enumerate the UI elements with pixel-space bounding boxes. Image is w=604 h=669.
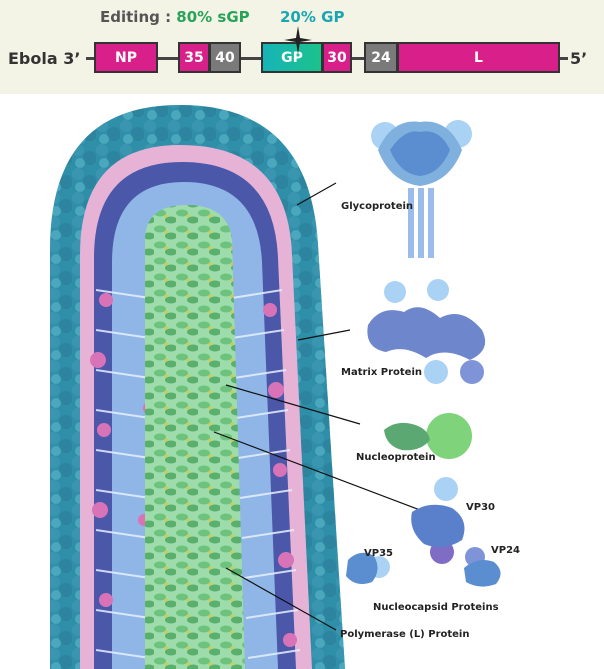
nucleocapsid-core bbox=[145, 205, 245, 669]
gene-gp: GP bbox=[261, 42, 323, 73]
label-nucleoprotein: Nucleoprotein bbox=[356, 452, 436, 463]
gene-vp35: 35 bbox=[178, 42, 210, 73]
editing-site-star-icon bbox=[284, 26, 312, 54]
matrix-protein-blobs bbox=[90, 293, 297, 647]
nucleoprotein-structure bbox=[384, 413, 472, 459]
label-vp35: VP35 bbox=[364, 548, 393, 559]
editing-label: Editing : 80% sGP bbox=[100, 8, 250, 26]
label-vp24: VP24 bbox=[491, 545, 520, 556]
vp24-structure bbox=[464, 547, 501, 587]
gp-percent-label: 20% GP bbox=[280, 8, 345, 26]
gene-np: NP bbox=[94, 42, 158, 73]
editing-sgp-percent: 80% sGP bbox=[176, 8, 250, 26]
vp35-structure bbox=[346, 552, 390, 584]
genome-5prime-label: 5’ bbox=[570, 49, 588, 68]
vp30-structure bbox=[411, 477, 465, 564]
glycoprotein-structure bbox=[371, 120, 472, 258]
label-vp30: VP30 bbox=[466, 502, 495, 513]
editing-prefix: Editing : bbox=[100, 8, 177, 26]
genome-map: Editing : 80% sGP 20% GP Ebola 3’ 5’ NP … bbox=[0, 0, 604, 94]
label-polymerase: Polymerase (L) Protein bbox=[340, 629, 470, 640]
genome-3prime-label: Ebola 3’ bbox=[8, 49, 81, 68]
leader-lines bbox=[213, 182, 421, 631]
label-nucleocapsid-proteins: Nucleocapsid Proteins bbox=[373, 602, 499, 613]
label-glycoprotein: Glycoprotein bbox=[341, 201, 414, 212]
gene-vp30: 30 bbox=[322, 42, 352, 73]
gene-vp24: 24 bbox=[364, 42, 398, 73]
matrix-protein-structure bbox=[367, 279, 486, 384]
gene-vp40: 40 bbox=[209, 42, 241, 73]
virion-illustration bbox=[50, 105, 501, 669]
label-matrix-protein: Matrix Protein bbox=[341, 367, 423, 378]
nucleocapsid-spokes bbox=[95, 289, 301, 659]
gene-l: L bbox=[397, 42, 560, 73]
